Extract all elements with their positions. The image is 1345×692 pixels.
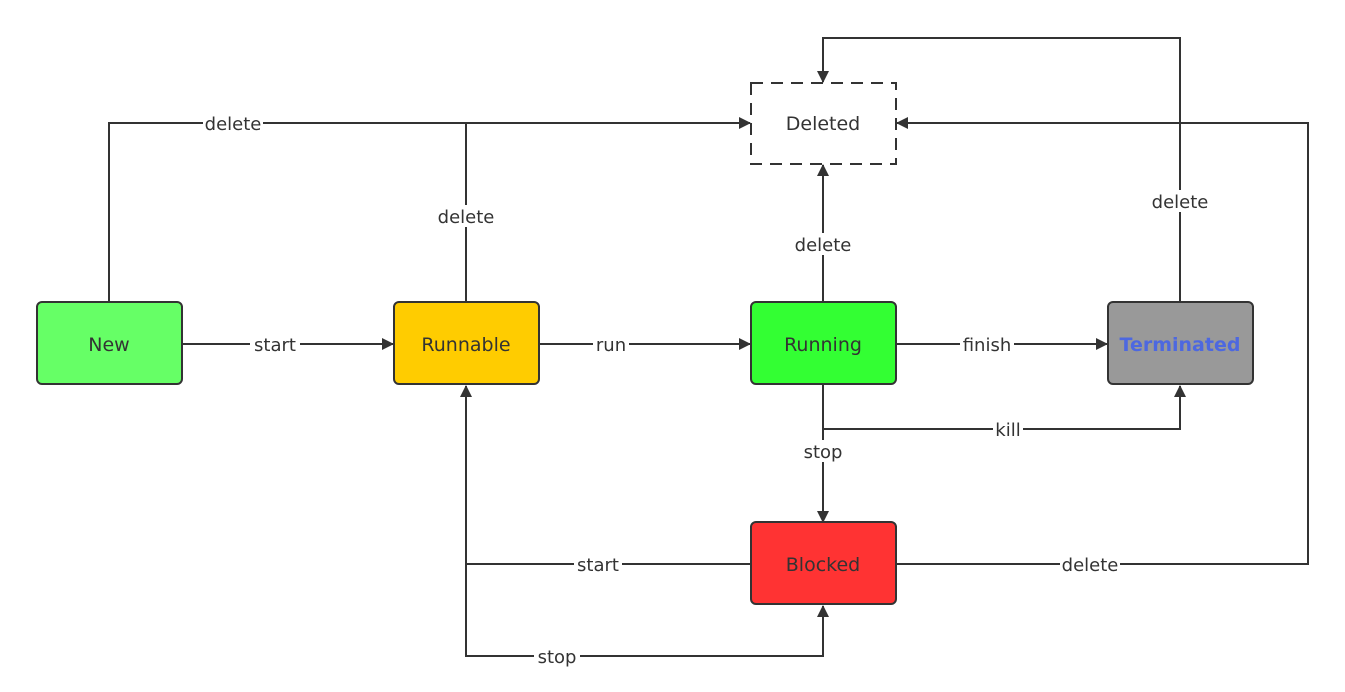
edge-label-start: start [577, 555, 619, 576]
node-terminated-label: Terminated [1120, 334, 1241, 356]
edge-terminated-deleted[interactable] [817, 37, 1181, 302]
edge-label-delete: delete [438, 207, 495, 228]
node-deleted[interactable]: Deleted [750, 82, 897, 165]
edge-label-start: start [254, 335, 296, 356]
edge-label-stop: stop [538, 647, 577, 668]
edge-labels: start run finish kill stop start stop de… [203, 112, 1210, 668]
node-new[interactable]: New [36, 301, 183, 385]
edge-blocked-runnable[interactable] [460, 385, 750, 565]
node-running-label: Running [784, 334, 862, 356]
edge-label-stop: stop [804, 442, 843, 463]
edge-new-deleted[interactable] [108, 117, 751, 302]
node-deleted-label: Deleted [786, 113, 861, 135]
edge-runnable-blocked[interactable] [465, 564, 829, 657]
edge-label-delete: delete [205, 114, 262, 135]
node-running[interactable]: Running [750, 301, 897, 385]
node-runnable[interactable]: Runnable [393, 301, 540, 385]
edge-label-delete: delete [795, 235, 852, 256]
node-blocked[interactable]: Blocked [750, 521, 897, 605]
edge-label-kill: kill [995, 420, 1020, 441]
edge-label-finish: finish [963, 335, 1012, 356]
node-runnable-label: Runnable [421, 334, 510, 356]
edge-label-delete: delete [1152, 192, 1209, 213]
edge-label-run: run [596, 335, 626, 356]
node-blocked-label: Blocked [786, 554, 860, 576]
node-terminated[interactable]: Terminated [1107, 301, 1254, 385]
edge-label-delete: delete [1062, 555, 1119, 576]
nodes: New Runnable Running Terminated Blocked … [36, 82, 1254, 605]
node-new-label: New [88, 334, 129, 356]
